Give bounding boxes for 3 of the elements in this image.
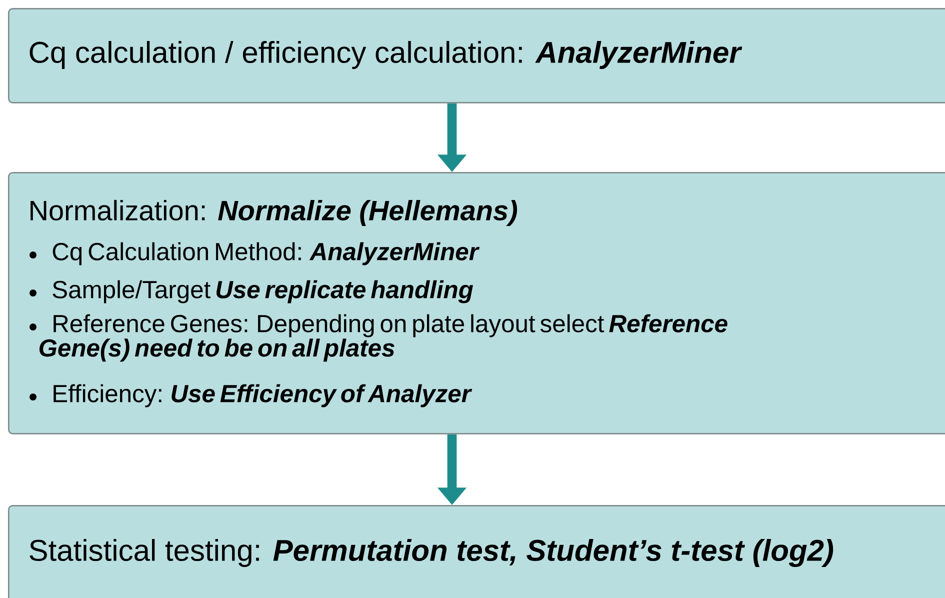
process-box: Cq calculation / efficiency calculation: AnalyzerMiner [8,8,945,104]
process-box: Statistical testing: Permutation test, Student’s t-test (log2) [8,505,945,598]
process-box: Normalization: Normalize (Hellemans) Cq Calculation Method: AnalyzerMiner Sample/Target Use replicate handling Reference Genes: Depending on plate layout select Reference Gene(s) need to be on all plates Efficiency: Use Efficiency of Analyzer [8,172,945,434]
